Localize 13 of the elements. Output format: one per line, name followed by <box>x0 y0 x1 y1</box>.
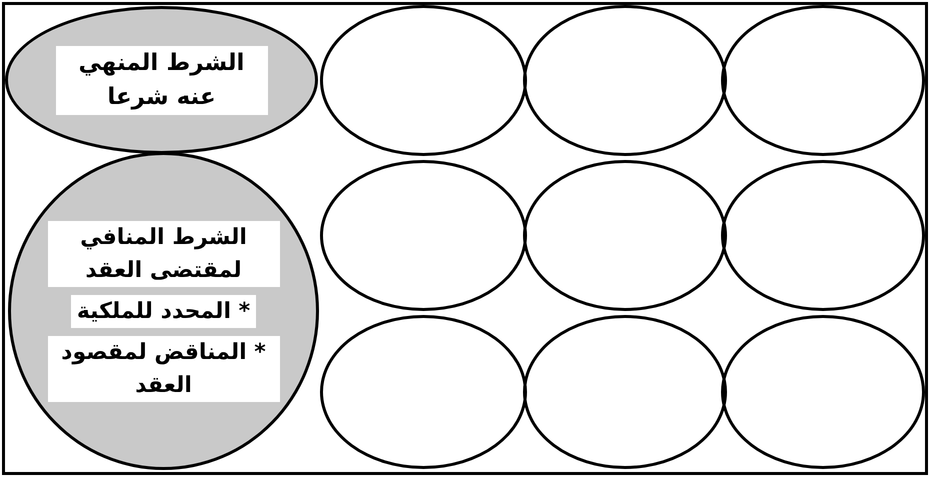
empty-ellipse <box>523 315 727 469</box>
ellipse-text: * المحدد للملكية <box>70 294 256 328</box>
empty-ellipse <box>721 5 925 156</box>
ellipse-text: الشرط المنهي عنه شرعا <box>56 46 268 114</box>
empty-ellipse <box>523 5 727 156</box>
empty-ellipse <box>320 5 527 156</box>
empty-ellipse <box>721 160 925 311</box>
ellipse-text: * المناقض لمقصود العقد <box>48 336 280 402</box>
ellipse-text: الشرط المنافي لمقتضى العقد <box>48 220 280 286</box>
empty-ellipse <box>523 160 727 311</box>
empty-ellipse <box>320 315 527 469</box>
empty-ellipse <box>320 160 527 311</box>
empty-ellipse <box>721 315 925 469</box>
